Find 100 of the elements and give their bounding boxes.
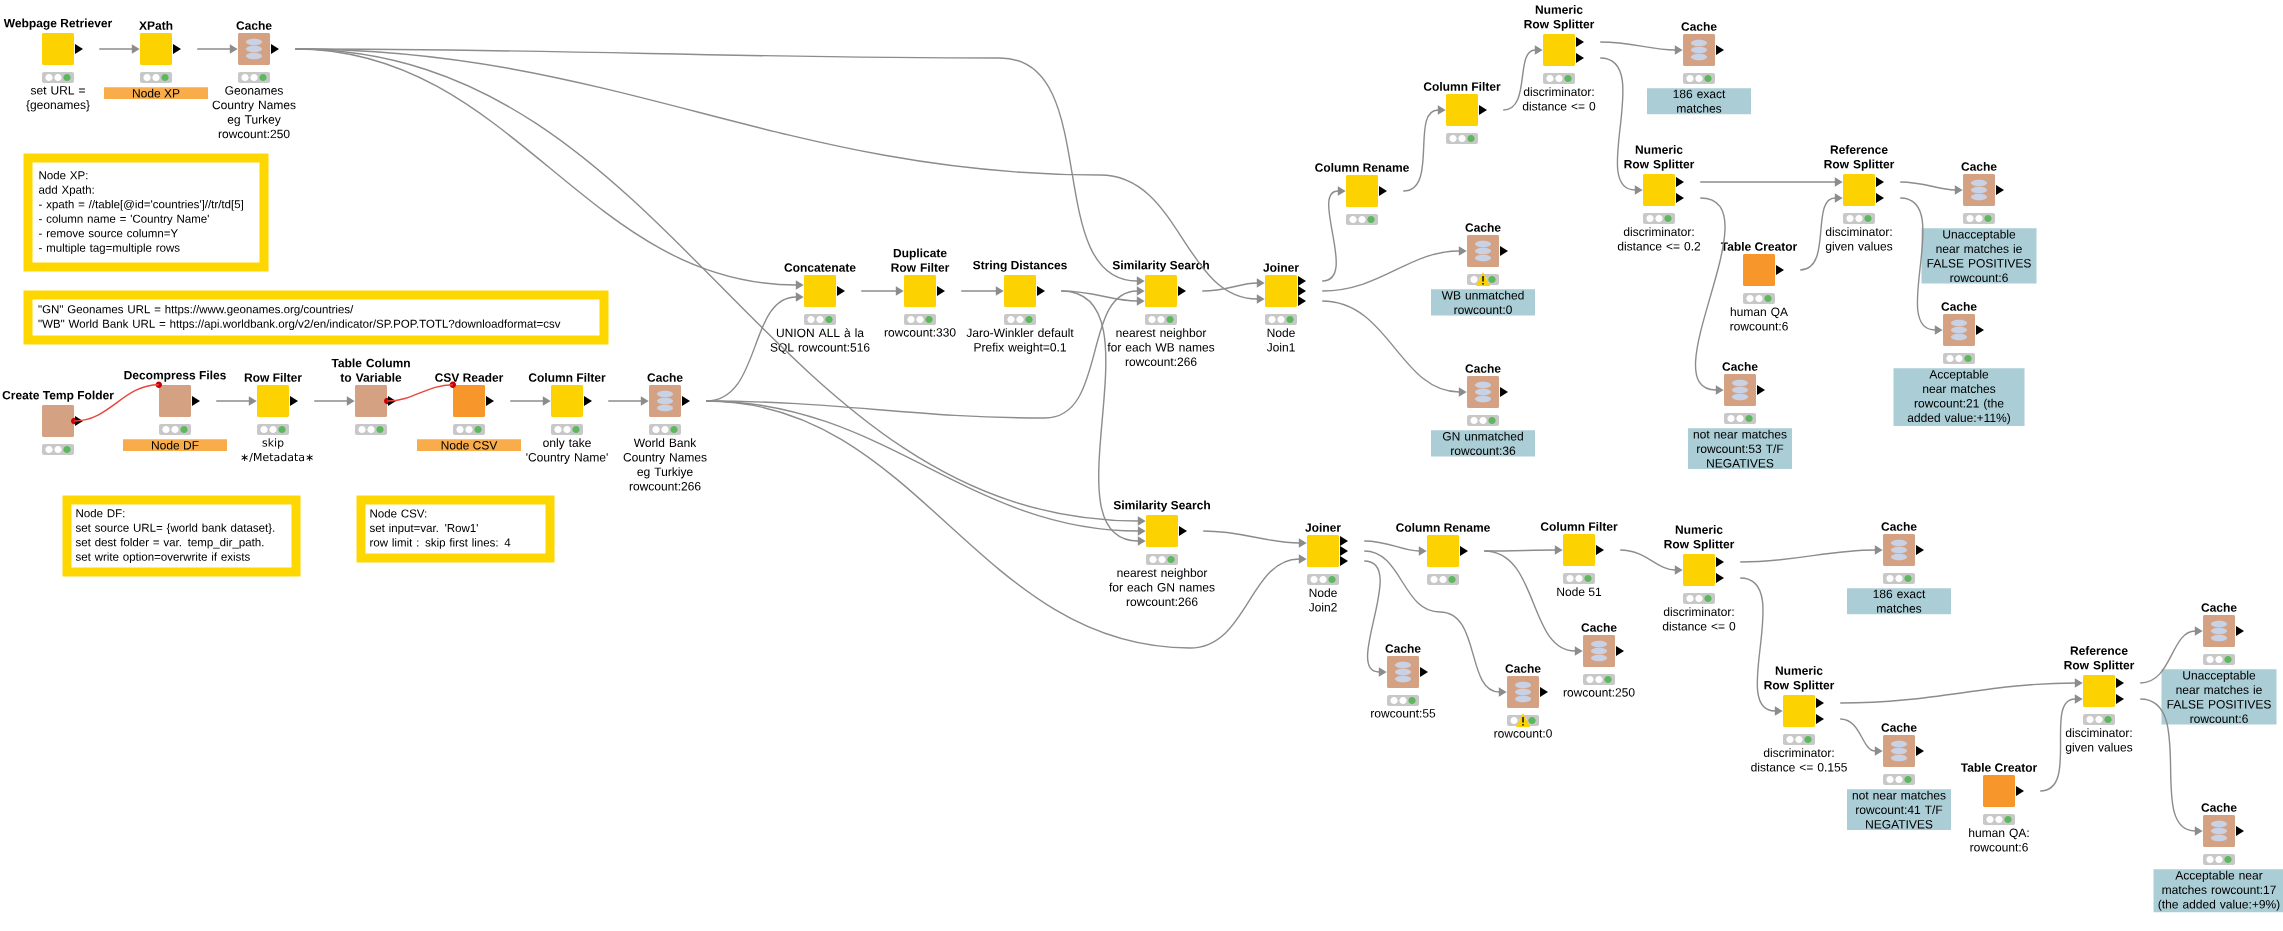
node-title: Numeric Row Splitter [1664, 525, 1735, 551]
node-title: Column Filter [1540, 522, 1618, 531]
node-title: Cache [647, 373, 683, 382]
node-title: Numeric Row Splitter [1624, 145, 1695, 171]
node-description: Jaro-Winkler default Prefix weight=0.1 [966, 328, 1074, 354]
result-annotation: not near matches rowcount:41 T/F NEGATIVES [1847, 789, 1951, 830]
node-description: Node Join2 [1308, 588, 1337, 612]
node-title: Similarity Search [1112, 260, 1209, 272]
connection-line [215, 396, 257, 406]
node-description: skip ∗/Metadata∗ [241, 438, 313, 463]
node-title: Table Creator [1960, 763, 2038, 772]
node-annotation: Node XP [104, 87, 208, 99]
node-description: rowcount:250 [1563, 688, 1635, 697]
node-description: only take 'Country Name' [526, 438, 608, 464]
connection-line [1502, 45, 1543, 111]
node-title: Concatenate [784, 263, 856, 272]
connection-line [2139, 626, 2203, 684]
node-description: rowcount:55 [1371, 709, 1436, 718]
variable-connection [73, 384, 160, 422]
connection-line [1599, 41, 1683, 55]
node-title: Webpage Retriever [3, 18, 113, 30]
node-title: Row Filter [244, 373, 302, 382]
connection-line [607, 396, 649, 406]
connection-line [1363, 550, 1507, 697]
node-title: Joiner [1305, 523, 1341, 532]
node-title: Numeric Row Splitter [1524, 5, 1595, 31]
connection-line [1839, 678, 2083, 704]
result-annotation: Acceptable near matches rowcount:21 (the added value:+11%) [1893, 368, 2025, 426]
connection-line [1202, 530, 1307, 548]
node-title: Column Filter [1423, 82, 1501, 91]
node-title: Joiner [1263, 263, 1299, 272]
connection-line [1699, 177, 1843, 187]
node-title: Cache [2201, 803, 2237, 812]
node-description: discriminator: distance <= 0.2 [1617, 227, 1701, 251]
node-title: Column Rename [1315, 163, 1409, 172]
node-title: Reference Row Splitter [2064, 646, 2135, 672]
node-title: Cache [1961, 162, 1997, 171]
node-description: human QA: rowcount:6 [1969, 828, 2029, 852]
node-description: disciminator: given values [1825, 227, 1893, 253]
node-title: Create Temp Folder [2, 390, 114, 402]
node-description: Node 51 [1557, 587, 1602, 596]
connection-line [1321, 246, 1467, 292]
connection-line [1695, 197, 1726, 395]
node-title: Duplicate Row Filter [891, 248, 950, 272]
node-title: XPath [139, 21, 173, 30]
node-description: nearest neighbor for each GN names rowcount:266 [1109, 568, 1215, 606]
node-description: discriminator: distance <= 0.155 [1751, 748, 1847, 772]
node-description: discriminator: distance <= 0 [1662, 607, 1736, 631]
connection-line [2039, 694, 2083, 792]
node-title: Reference Row Splitter [1824, 145, 1895, 171]
node-title: Cache [1505, 664, 1541, 673]
node-title: Cache [1881, 723, 1917, 732]
node-title: Similarity Search [1113, 500, 1210, 512]
node-description: World Bank Country Names eg Turkiye rowcount:266 [623, 438, 707, 491]
result-annotation: Acceptable near matches rowcount:17 (the added value:+9%) [2153, 869, 2283, 913]
connection-line [1839, 718, 1883, 756]
node-description: disciminator: given values [2065, 728, 2133, 754]
connection-line [1201, 278, 1265, 292]
node-title: CSV Reader [435, 373, 504, 382]
comment-box: Node DF: set source URL= {world bank dataset}. set dest folder = var. temp_dir_path. set write option=overwrite if exists [62, 495, 301, 577]
node-title: Table Creator [1720, 242, 1798, 251]
node-description: nearest neighbor for each WB names rowcount:266 [1107, 328, 1215, 366]
connection-line [294, 48, 1146, 526]
connection-line [98, 44, 140, 54]
node-description: human QA rowcount:6 [1730, 307, 1788, 331]
connection-line [1321, 186, 1346, 282]
connection-line [1899, 197, 1943, 335]
connection-line [1483, 550, 1583, 656]
node-title: Cache [1465, 223, 1501, 232]
node-description: set URL = {geonames} [26, 86, 90, 112]
node-title: Table Column to Variable [331, 358, 410, 382]
connection-line [196, 44, 238, 54]
comment-box: Node XP: add Xpath: - xpath = //table[@id='countries']//tr/td[5] - column name = 'Country Name' - remove source column=Y - multiple tag=multiple rows [23, 153, 269, 272]
node-title: Cache [1941, 302, 1977, 311]
connection-line [860, 286, 904, 296]
node-description: rowcount:0 [1494, 729, 1552, 738]
connection-line [1739, 577, 1783, 716]
result-annotation: Unacceptable near matches ie FALSE POSITIVES rowcount:6 [2161, 669, 2277, 725]
comment-box: "GN" Geonames URL = https://www.geonames.org/countries/ "WB" World Bank URL = https://api.worldbank.org/v2/en/indicator/SP.POP.TOTL?downloadformat=csv [23, 290, 609, 345]
connection-line [1739, 545, 1883, 563]
node-title: Column Filter [528, 373, 606, 382]
node-title: Cache [1581, 623, 1617, 632]
connection-line [1799, 193, 1843, 271]
node-description: discriminator: distance <= 0 [1522, 87, 1596, 111]
connection-line [1321, 300, 1467, 397]
node-title: Cache [1881, 522, 1917, 531]
result-annotation: 186 exact matches [1847, 588, 1951, 615]
connection-line [509, 396, 551, 406]
result-annotation: not near matches rowcount:53 T/F NEGATIVES [1688, 428, 1792, 469]
node-description: Node Join1 [1266, 328, 1295, 352]
connection-line [1363, 560, 1387, 677]
node-title: Decompress Files [124, 370, 226, 382]
node-description: rowcount:330 [884, 328, 956, 337]
connection-line [960, 286, 1004, 296]
node-title: Column Rename [1396, 523, 1490, 532]
connection-line [2139, 698, 2203, 836]
node-title: Cache [1385, 644, 1421, 653]
result-annotation: 186 exact matches [1647, 88, 1751, 115]
connection-line [1363, 540, 1427, 556]
node-annotation: Node DF [123, 439, 227, 451]
